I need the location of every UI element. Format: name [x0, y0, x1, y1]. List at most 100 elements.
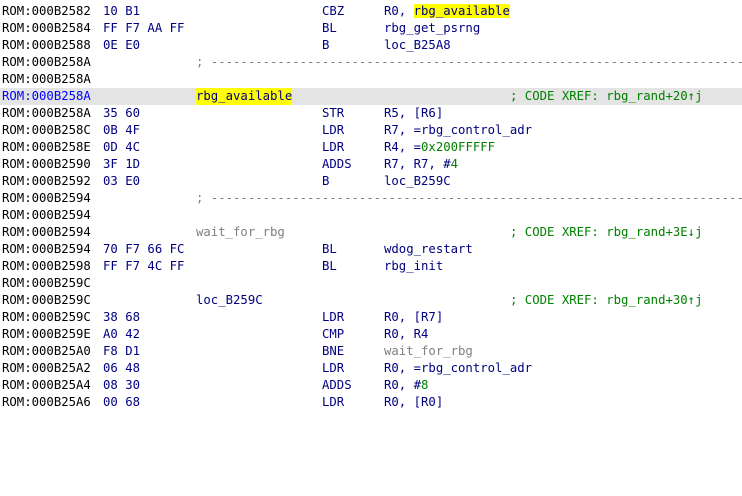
address[interactable]: ROM:000B25A6 [2, 395, 91, 409]
operand-function-link[interactable]: wdog_restart [384, 242, 473, 256]
address[interactable]: ROM:000B258A [2, 55, 91, 69]
address[interactable]: ROM:000B259C [2, 276, 91, 290]
mnemonic: LDR [322, 395, 345, 409]
disassembly-listing[interactable]: ROM:000B2582 10 B1 CBZ R0, rbg_available… [0, 0, 742, 410]
separator-comment: ; --------------------------------------… [196, 191, 742, 205]
xref-comment[interactable]: ; CODE XREF: rbg_rand+3E↓j [510, 225, 703, 239]
mnemonic: LDR [322, 310, 345, 324]
operand-function-link[interactable]: rbg_get_psrng [384, 21, 481, 35]
opcode-bytes: FF F7 AA FF [103, 21, 185, 35]
mnemonic: ADDS [322, 157, 352, 171]
address[interactable]: ROM:000B25A2 [2, 361, 91, 375]
opcode-bytes: 70 F7 66 FC [103, 242, 185, 256]
operand-label-link[interactable]: rbg_available [413, 4, 510, 18]
code-line[interactable]: ROM:000B258E 0D 4C LDR R4, =0x200FFFFF [0, 139, 742, 156]
code-line[interactable]: ROM:000B2594 70 F7 66 FC BL wdog_restart [0, 241, 742, 258]
address[interactable]: ROM:000B258E [2, 140, 91, 154]
mnemonic: ADDS [322, 378, 352, 392]
operand-immediate: 0x200FFFFF [421, 140, 496, 154]
code-line[interactable]: ROM:000B259E A0 42 CMP R0, R4 [0, 326, 742, 343]
address[interactable]: ROM:000B2598 [2, 259, 91, 273]
mnemonic: BNE [322, 344, 345, 358]
address[interactable]: ROM:000B2594 [2, 225, 91, 239]
operand-function-link[interactable]: rbg_init [384, 259, 444, 273]
address[interactable]: ROM:000B2584 [2, 21, 91, 35]
operands: R5, [R6] [384, 106, 444, 120]
code-line[interactable]: ROM:000B25A0 F8 D1 BNE wait_for_rbg [0, 343, 742, 360]
address[interactable]: ROM:000B25A4 [2, 378, 91, 392]
operands: R0, rbg_available [384, 3, 510, 20]
address[interactable]: ROM:000B2590 [2, 157, 91, 171]
code-line[interactable]: ROM:000B2582 10 B1 CBZ R0, rbg_available [0, 3, 742, 20]
address[interactable]: ROM:000B258A [2, 89, 91, 103]
separator-line: ROM:000B2594 ; -------------------------… [0, 190, 742, 207]
mnemonic: BL [322, 21, 337, 35]
operand-register: R0, # [384, 378, 422, 392]
address[interactable]: ROM:000B25A0 [2, 344, 91, 358]
operand-immediate: 4 [450, 157, 459, 171]
opcode-bytes: 03 E0 [103, 174, 141, 188]
code-line[interactable]: ROM:000B258C 0B 4F LDR R7, =rbg_control_… [0, 122, 742, 139]
address[interactable]: ROM:000B2594 [2, 191, 91, 205]
code-line[interactable]: ROM:000B2584 FF F7 AA FF BL rbg_get_psrn… [0, 20, 742, 37]
xref-comment[interactable]: ; CODE XREF: rbg_rand+30↑j [510, 293, 703, 307]
code-line[interactable]: ROM:000B2590 3F 1D ADDS R7, R7, #4 [0, 156, 742, 173]
operands: R0, [R7] [384, 310, 444, 324]
address[interactable]: ROM:000B258A [2, 106, 91, 120]
code-label[interactable]: loc_B259C [196, 293, 263, 307]
mnemonic: LDR [322, 123, 345, 137]
address[interactable]: ROM:000B259C [2, 310, 91, 324]
code-line[interactable]: ROM:000B25A6 00 68 LDR R0, [R0] [0, 394, 742, 411]
code-line[interactable]: ROM:000B259C 38 68 LDR R0, [R7] [0, 309, 742, 326]
code-label[interactable]: rbg_available [196, 88, 293, 105]
code-line[interactable]: ROM:000B25A2 06 48 LDR R0, =rbg_control_… [0, 360, 742, 377]
operand-register: R7, R7, # [384, 157, 451, 171]
code-line[interactable]: ROM:000B2594 wait_for_rbg ; CODE XREF: r… [0, 224, 742, 241]
operand-label-link[interactable]: loc_B259C [384, 174, 451, 188]
operand-label-link[interactable]: loc_B25A8 [384, 38, 451, 52]
address[interactable]: ROM:000B2592 [2, 174, 91, 188]
address[interactable]: ROM:000B2594 [2, 208, 91, 222]
code-line[interactable]: ROM:000B2588 0E E0 B loc_B25A8 [0, 37, 742, 54]
opcode-bytes: 38 68 [103, 310, 141, 324]
opcode-bytes: 00 68 [103, 395, 141, 409]
code-line-current[interactable]: ROM:000B258A rbg_available ; CODE XREF: … [0, 88, 742, 105]
operand-label-link[interactable]: wait_for_rbg [384, 344, 473, 358]
operand-immediate: 8 [421, 378, 429, 392]
mnemonic: BL [322, 242, 337, 256]
opcode-bytes: F8 D1 [103, 344, 141, 358]
address[interactable]: ROM:000B2588 [2, 38, 91, 52]
mnemonic: LDR [322, 361, 345, 375]
code-line[interactable]: ROM:000B25A4 08 30 ADDS R0, #8 [0, 377, 742, 394]
mnemonic: LDR [322, 140, 345, 154]
code-line[interactable]: ROM:000B258A 35 60 STR R5, [R6] [0, 105, 742, 122]
operands[interactable]: R7, =rbg_control_adr [384, 123, 533, 137]
address[interactable]: ROM:000B2594 [2, 242, 91, 256]
address[interactable]: ROM:000B258A [2, 72, 91, 86]
opcode-bytes: A0 42 [103, 327, 141, 341]
code-label[interactable]: wait_for_rbg [196, 225, 285, 239]
xref-comment[interactable]: ; CODE XREF: rbg_rand+20↑j [510, 89, 703, 103]
mnemonic: B [322, 174, 330, 188]
mnemonic: STR [322, 106, 345, 120]
opcode-bytes: 3F 1D [103, 157, 141, 171]
blank-line: ROM:000B2594 [0, 207, 742, 224]
address[interactable]: ROM:000B2582 [2, 4, 91, 18]
mnemonic: BL [322, 259, 337, 273]
code-line[interactable]: ROM:000B259C loc_B259C ; CODE XREF: rbg_… [0, 292, 742, 309]
opcode-bytes: 35 60 [103, 106, 141, 120]
address[interactable]: ROM:000B259E [2, 327, 91, 341]
mnemonic: CMP [322, 327, 345, 341]
address[interactable]: ROM:000B259C [2, 293, 91, 307]
separator-comment: ; --------------------------------------… [196, 55, 742, 69]
operand-register: R0, [384, 4, 414, 18]
operands: R4, =0x200FFFFF [384, 139, 495, 156]
operands[interactable]: R0, =rbg_control_adr [384, 361, 533, 375]
address[interactable]: ROM:000B258C [2, 123, 91, 137]
opcode-bytes: 06 48 [103, 361, 141, 375]
operands: R7, R7, #4 [384, 156, 458, 173]
code-line[interactable]: ROM:000B2598 FF F7 4C FF BL rbg_init [0, 258, 742, 275]
opcode-bytes: 10 B1 [103, 4, 141, 18]
operands: R0, R4 [384, 327, 429, 341]
code-line[interactable]: ROM:000B2592 03 E0 B loc_B259C [0, 173, 742, 190]
